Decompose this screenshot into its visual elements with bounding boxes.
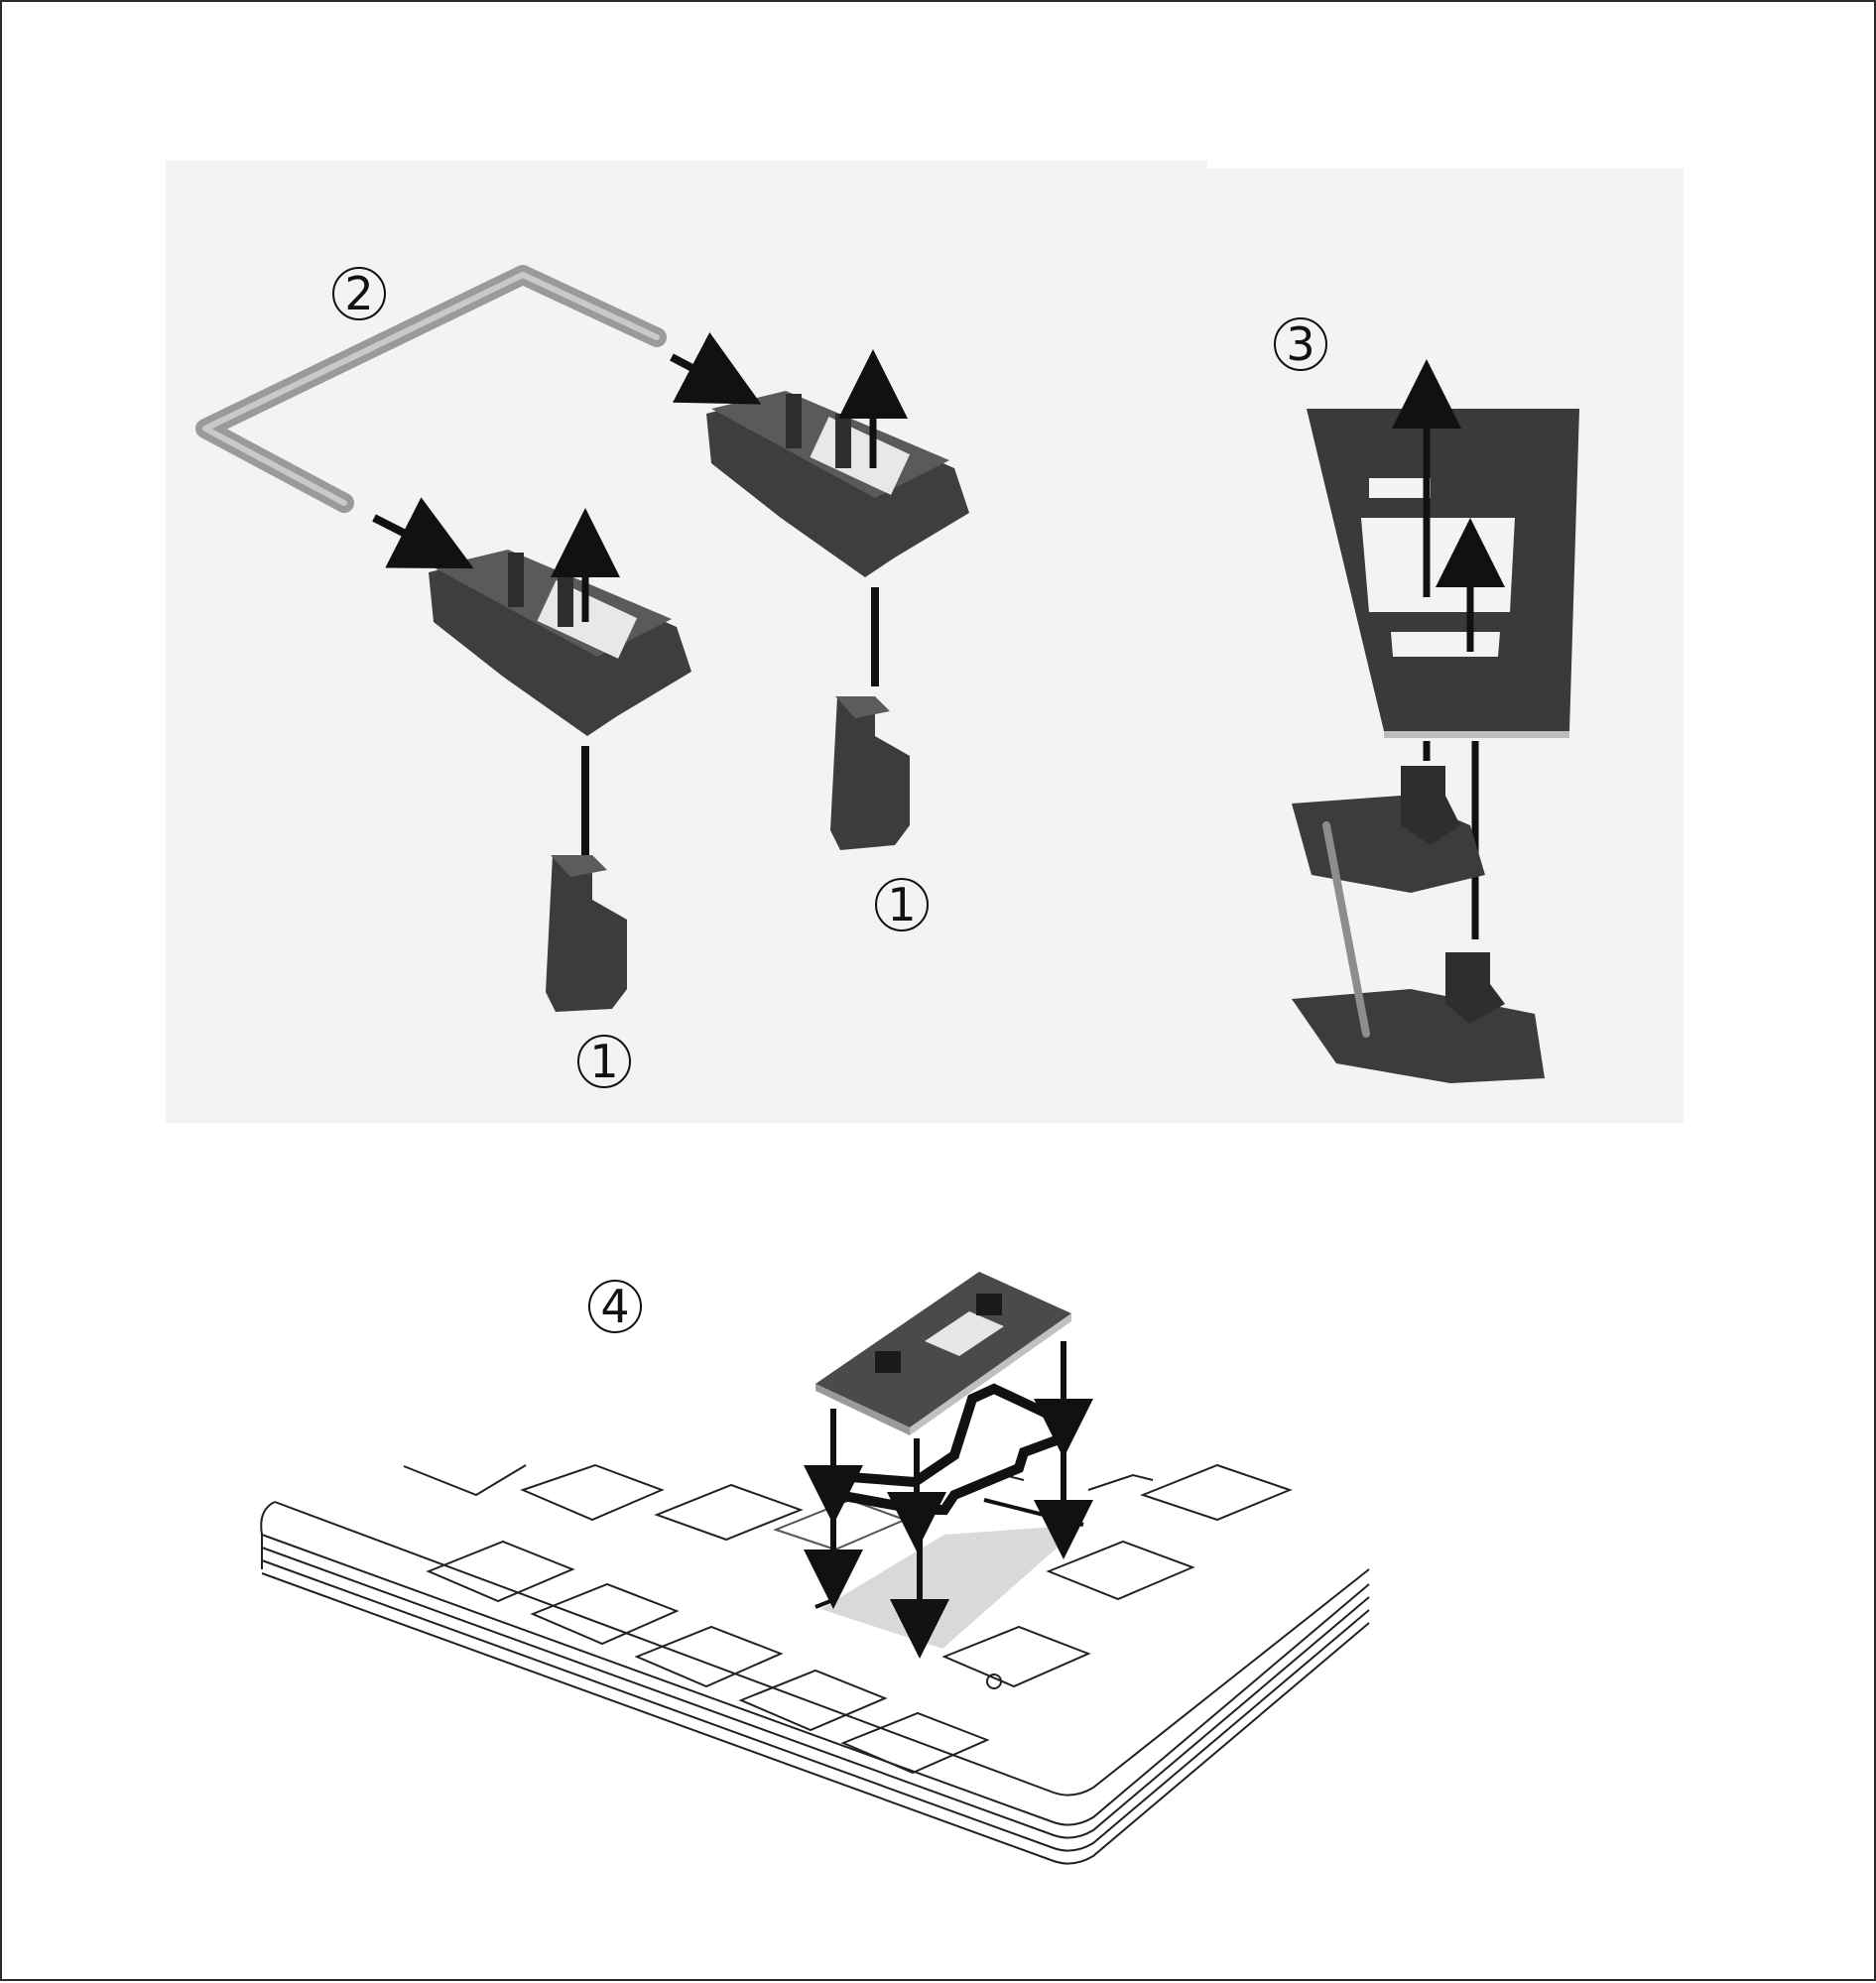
keyboard-outline-icon <box>261 1465 1369 1864</box>
svg-text:2: 2 <box>344 267 373 320</box>
svg-text:1: 1 <box>589 1035 618 1088</box>
svg-text:3: 3 <box>1286 317 1314 371</box>
stabilizer-slot-highlight <box>820 1525 1083 1649</box>
step-marker-4: 4 <box>589 1280 641 1333</box>
photo-panel-main <box>166 161 1207 1123</box>
svg-text:4: 4 <box>600 1280 629 1333</box>
svg-text:1: 1 <box>887 878 916 931</box>
